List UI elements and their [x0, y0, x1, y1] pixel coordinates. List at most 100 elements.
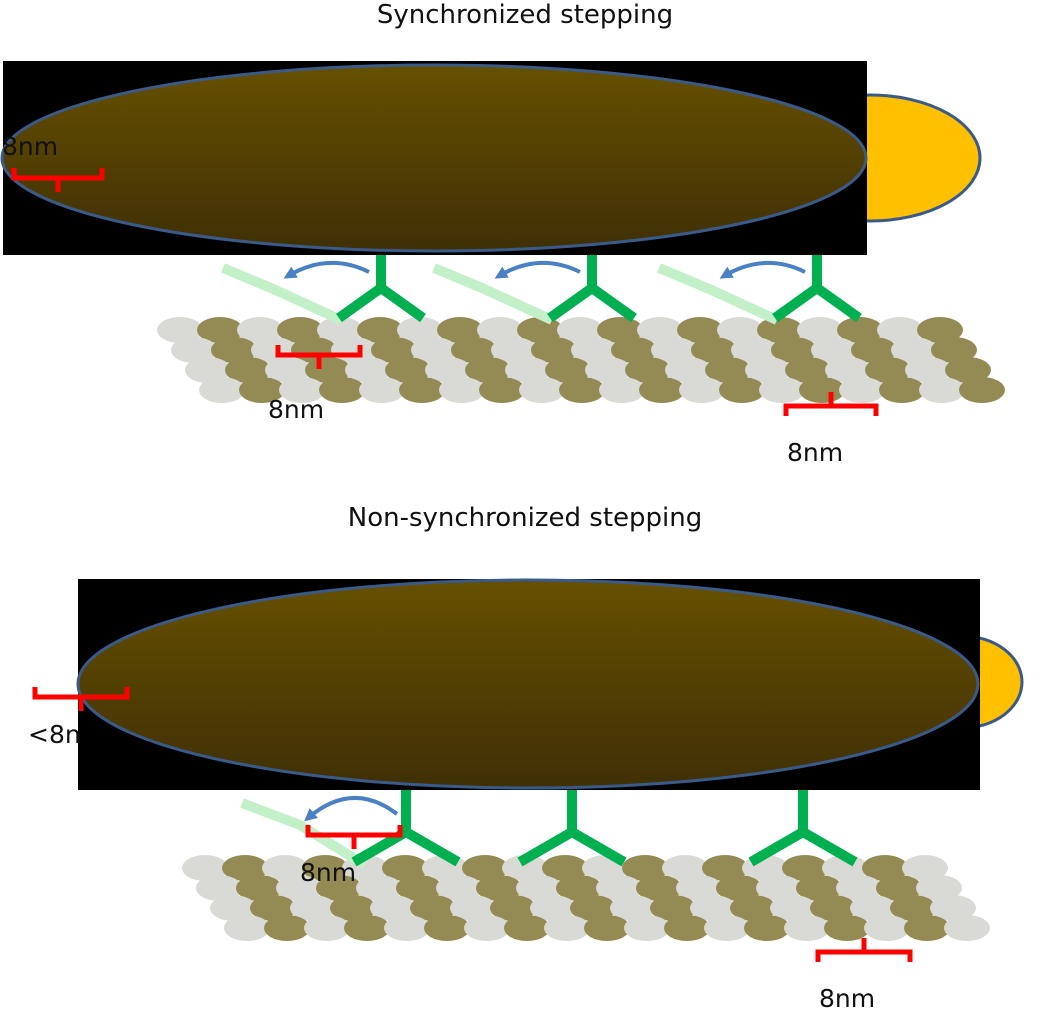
- tubulin-subunit: [290, 895, 336, 921]
- panel-1-cargo-bracket: [11, 168, 105, 192]
- leg-foot-left: [748, 827, 806, 867]
- tubulin-subunit: [717, 317, 763, 343]
- tubulin-subunit: [451, 337, 497, 363]
- tubulin-subunit: [862, 855, 908, 881]
- tubulin-subunit: [302, 855, 348, 881]
- panel-2-kinesin-leg: [748, 790, 858, 867]
- tubulin-subunit: [439, 377, 485, 403]
- tubulin-subunit: [611, 337, 657, 363]
- tubulin-subunit: [465, 357, 511, 383]
- tubulin-subunit: [770, 895, 816, 921]
- tubulin-subunit: [744, 915, 790, 941]
- tubulin-subunit: [691, 337, 737, 363]
- tubulin-subunit: [879, 377, 925, 403]
- leg-foot-right: [814, 283, 862, 323]
- tubulin-subunit: [636, 875, 682, 901]
- tubulin-subunit: [396, 875, 442, 901]
- tubulin-subunit: [491, 337, 537, 363]
- tubulin-subunit: [705, 357, 751, 383]
- panel-1-leg-step-label: 8nm: [268, 395, 325, 424]
- tubulin-subunit: [639, 377, 685, 403]
- tubulin-subunit: [836, 875, 882, 901]
- tubulin-subunit: [625, 357, 671, 383]
- tubulin-subunit: [677, 317, 723, 343]
- leg-foot-left: [547, 283, 595, 323]
- tubulin-subunit: [890, 895, 936, 921]
- tubulin-subunit: [425, 357, 471, 383]
- tubulin-subunit: [370, 895, 416, 921]
- leg-foot-right: [403, 827, 461, 867]
- tubulin-subunit: [424, 915, 470, 941]
- tubulin-subunit: [825, 357, 871, 383]
- tubulin-subunit: [157, 317, 203, 343]
- tubulin-subunit: [676, 875, 722, 901]
- panel-1-step-arrow: [719, 261, 806, 279]
- panel-1-trailing-leg: [657, 263, 780, 325]
- panel-1-microtubule: [157, 317, 1005, 403]
- tubulin-subunit: [182, 855, 228, 881]
- tubulin-subunit: [596, 875, 642, 901]
- panel-1-trailing-leg: [432, 263, 555, 325]
- panel-1-cargo: [0, 61, 982, 255]
- tubulin-subunit: [531, 337, 577, 363]
- tubulin-subunit: [545, 357, 591, 383]
- panel-2-kinesin-leg: [517, 790, 627, 867]
- tubulin-subunit: [505, 357, 551, 383]
- tubulin-subunit: [782, 855, 828, 881]
- panel-2-leg-step-label: 8nm: [300, 858, 357, 887]
- cargo-body: [76, 578, 980, 790]
- panel-1-track-step-label: 8nm: [787, 438, 844, 467]
- tubulin-subunit: [624, 915, 670, 941]
- tubulin-subunit: [317, 317, 363, 343]
- tubulin-subunit: [479, 377, 525, 403]
- tubulin-subunit: [385, 357, 431, 383]
- tubulin-subunit: [211, 337, 257, 363]
- tubulin-subunit: [559, 377, 605, 403]
- cargo-body: [0, 63, 868, 253]
- tubulin-subunit: [757, 317, 803, 343]
- tubulin-subunit: [810, 895, 856, 921]
- tubulin-subunit: [916, 875, 962, 901]
- tubulin-subunit: [171, 337, 217, 363]
- tubulin-subunit: [210, 895, 256, 921]
- tubulin-subunit: [745, 357, 791, 383]
- tubulin-subunit: [650, 895, 696, 921]
- panel-2-cargo-bracket: [32, 687, 130, 711]
- tubulin-subunit: [570, 895, 616, 921]
- leg-foot-left: [336, 283, 384, 323]
- tubulin-subunit: [436, 875, 482, 901]
- panel-1-step-arrow: [283, 261, 370, 279]
- tubulin-subunit: [556, 875, 602, 901]
- tubulin-subunit: [719, 377, 765, 403]
- tubulin-subunit: [959, 377, 1005, 403]
- tubulin-subunit: [250, 895, 296, 921]
- tubulin-subunit: [304, 915, 350, 941]
- panel-2-trailing-leg: [240, 798, 368, 870]
- panel-2-title: Non-synchronized stepping: [347, 503, 703, 533]
- tubulin-subunit: [237, 317, 283, 343]
- tubulin-subunit: [357, 317, 403, 343]
- tubulin-subunit: [702, 855, 748, 881]
- tubulin-subunit: [839, 377, 885, 403]
- tubulin-subunit: [944, 915, 990, 941]
- tubulin-subunit: [571, 337, 617, 363]
- tubulin-subunit: [319, 377, 365, 403]
- panel-1-kinesin-leg: [547, 252, 637, 323]
- tubulin-subunit: [945, 357, 991, 383]
- tubulin-subunit: [597, 317, 643, 343]
- tubulin-subunit: [824, 915, 870, 941]
- tubulin-subunit: [464, 915, 510, 941]
- tubulin-subunit: [199, 377, 245, 403]
- panel-2-step-arrow: [304, 795, 399, 822]
- tubulin-subunit: [837, 317, 883, 343]
- leg-foot-right: [800, 827, 858, 867]
- tubulin-subunit: [239, 377, 285, 403]
- tubulin-subunit: [236, 875, 282, 901]
- tubulin-subunit: [622, 855, 668, 881]
- tubulin-subunit: [196, 875, 242, 901]
- tubulin-subunit: [864, 915, 910, 941]
- tubulin-subunit: [931, 337, 977, 363]
- tubulin-subunit: [850, 895, 896, 921]
